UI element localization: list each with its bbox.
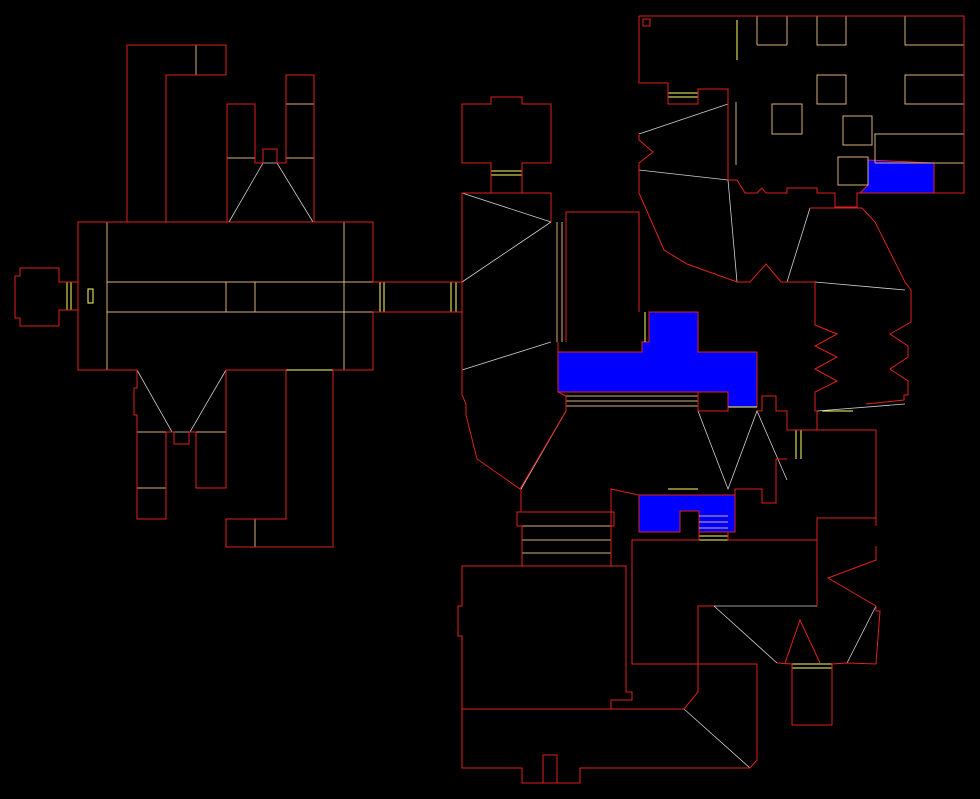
wall-room-east-mid — [728, 459, 876, 540]
wall-room-west-hall — [78, 222, 462, 547]
liquid-pool-upper-right — [860, 160, 934, 193]
wall-room-south — [462, 664, 757, 783]
wall-tower — [227, 75, 314, 222]
secret-line — [714, 606, 777, 663]
wall-room-east — [757, 282, 837, 430]
wall-tower — [127, 45, 226, 222]
wall-marker — [643, 19, 650, 26]
wall-room-east-mid — [817, 430, 876, 518]
secret-layer — [137, 104, 905, 768]
liquid-pool-center — [558, 312, 757, 407]
wall-room-central — [558, 342, 566, 396]
step-line — [905, 75, 964, 104]
secret-line — [462, 222, 551, 282]
wall-room-central — [522, 193, 551, 222]
wall-room-east — [639, 16, 964, 207]
wall-room-east — [810, 208, 911, 404]
secret-line — [137, 370, 226, 432]
wall-niche — [543, 755, 557, 783]
door-marker[interactable] — [88, 289, 93, 303]
secret-line — [462, 193, 551, 222]
wall-room-east — [698, 392, 728, 411]
step-pillar — [838, 157, 868, 185]
step-pillar — [772, 104, 802, 134]
secret-line — [728, 180, 737, 282]
wall-room-east — [639, 134, 815, 282]
secret-line — [847, 606, 876, 663]
wall-room-east — [639, 16, 728, 180]
secret-line — [684, 709, 750, 768]
wall-room-east-mid — [611, 489, 639, 566]
secret-line — [815, 282, 905, 290]
secret-line — [462, 342, 551, 370]
step-line — [875, 134, 964, 163]
wall-room-central — [462, 193, 566, 489]
wall-room-central — [566, 212, 639, 342]
wall-room-north-center — [462, 97, 551, 193]
secret-line — [639, 104, 728, 134]
secret-line — [229, 163, 313, 222]
wall-room-east-mid — [785, 620, 820, 663]
wall-layer — [15, 16, 964, 783]
step-pillar — [843, 116, 872, 145]
secret-line — [639, 170, 728, 180]
wall-room-east-mid — [632, 532, 714, 664]
secret-line — [787, 208, 810, 282]
step-pillar — [817, 75, 846, 104]
liquid-layer — [558, 160, 934, 532]
wall-stairs — [611, 489, 614, 526]
wall-room-west-cap — [15, 268, 78, 326]
secret-line — [698, 411, 787, 489]
secret-line — [817, 404, 905, 411]
wall-room-east-mid — [777, 546, 880, 725]
